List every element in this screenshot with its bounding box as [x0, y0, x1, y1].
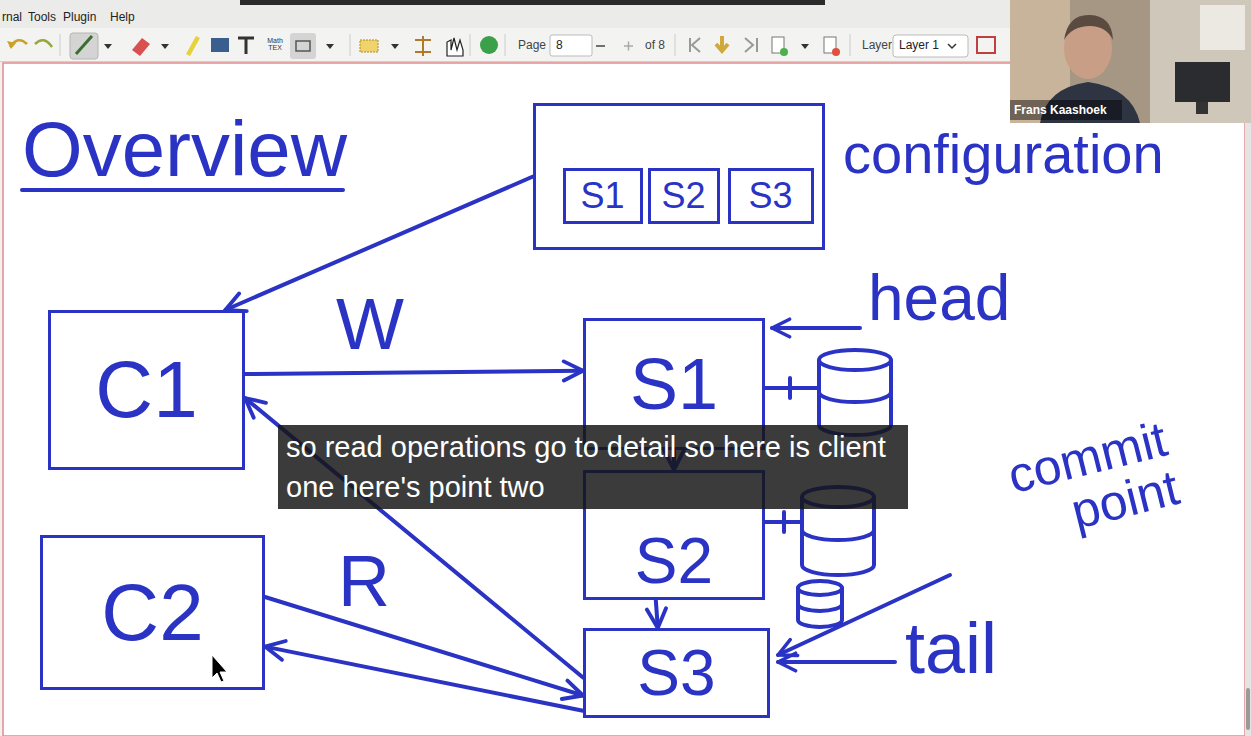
- speaker-name: Frans Kaashoek: [1014, 104, 1107, 116]
- annotation: tail: [905, 612, 997, 684]
- title-underline: [22, 188, 343, 192]
- dropdown-arrow: [161, 44, 169, 49]
- dropdown-arrow: [326, 44, 334, 49]
- fullscreen-icon: [977, 37, 995, 53]
- menu-item: Plugin: [63, 11, 96, 23]
- server-box: S3: [728, 168, 814, 224]
- subtitle-caption: so read operations go to detail so here …: [278, 425, 908, 509]
- plus-button: [624, 42, 633, 51]
- undo-head: [7, 41, 16, 49]
- vertical-space-icon: [415, 36, 431, 56]
- toolbar-label: Page: [518, 39, 546, 51]
- text-tool-icon: [238, 38, 254, 54]
- dropdown-arrow: [801, 44, 809, 49]
- speaker-hair: [1064, 15, 1113, 40]
- annotation: head: [868, 266, 1010, 330]
- selected-tool: [290, 33, 316, 59]
- room-wall: [1150, 0, 1251, 123]
- node-label: S3: [748, 178, 792, 214]
- server-box: S1: [563, 168, 643, 224]
- separator: [850, 34, 851, 56]
- menu-item: rnal: [2, 11, 22, 23]
- room-window: [1200, 5, 1245, 50]
- toolbar-label: Layer: [862, 39, 892, 51]
- database-symbol: [819, 360, 891, 435]
- hand-icon: [447, 38, 463, 56]
- connector-arrow: [245, 371, 583, 374]
- toolbar-label: of 8: [645, 39, 665, 51]
- room-monitor: [1175, 62, 1230, 102]
- separator: [470, 34, 471, 56]
- redo-icon: [35, 40, 52, 47]
- database-symbol: [798, 588, 842, 627]
- add-page-badge: [780, 48, 788, 56]
- edge-label: W: [334, 288, 406, 360]
- configuration-box: configurationS1S2S3: [533, 103, 825, 250]
- image-icon: [211, 38, 229, 52]
- storage-link: [765, 512, 802, 532]
- select-rect-icon: [360, 40, 378, 52]
- name-strip: [1010, 100, 1122, 120]
- edge-label: R: [336, 545, 392, 617]
- whiteboard-ink: [22, 190, 950, 662]
- menu-item: Tools: [28, 11, 56, 23]
- separator: [505, 34, 506, 56]
- connector-arrow: [265, 647, 583, 711]
- goto-page-icon: [716, 36, 728, 51]
- client-box: C1: [48, 310, 245, 470]
- node-label: S2: [635, 529, 713, 593]
- page-title: Overview: [22, 110, 347, 188]
- node-label: S1: [630, 348, 718, 420]
- scrollbar: [1245, 62, 1251, 736]
- node-label: C2: [101, 573, 203, 653]
- menu-item: Help: [110, 11, 135, 23]
- node-heading: configuration: [843, 126, 1164, 182]
- tool-icon-text: Math TEX: [263, 37, 287, 51]
- node-label: S3: [637, 641, 715, 705]
- separator: [60, 34, 61, 56]
- refresh-icon: [480, 36, 498, 54]
- webcam-video: [1010, 0, 1251, 123]
- first-page-icon: [690, 38, 700, 52]
- layer-dropdown: [893, 35, 968, 57]
- webcam-frame: [1010, 0, 1251, 123]
- node-label: S1: [580, 178, 624, 214]
- last-page-icon: [745, 38, 757, 52]
- client-box: C2: [40, 535, 265, 690]
- leader-line: [772, 326, 860, 330]
- highlighter-icon: [186, 36, 200, 56]
- monitor-stand: [1196, 102, 1208, 114]
- dropdown-chevron: [948, 44, 956, 48]
- server-box: S2: [648, 168, 720, 224]
- page-number: 8: [556, 39, 563, 51]
- separator: [350, 34, 351, 56]
- leader-line: [778, 660, 895, 664]
- mouse-cursor: [212, 655, 227, 682]
- dropdown-arrow: [391, 44, 399, 49]
- shape-icon: [296, 41, 310, 51]
- toolbar-icons: [7, 33, 995, 59]
- page-canvas: [3, 63, 1245, 736]
- dropdown-arrow: [104, 44, 112, 49]
- window-strip: [240, 0, 825, 5]
- minus-button: [596, 45, 605, 47]
- scroll-thumb: [1246, 688, 1250, 730]
- pen-icon: [76, 36, 92, 54]
- separator: [675, 34, 676, 56]
- layer-name: Layer 1: [899, 39, 939, 51]
- database-symbol: [819, 350, 891, 370]
- connector-arrow: [656, 600, 658, 628]
- database-symbol: [798, 581, 842, 595]
- server-box: S3: [583, 628, 770, 718]
- delete-page-badge: [832, 48, 840, 56]
- selected-tool: [70, 33, 98, 59]
- node-label: C1: [95, 350, 197, 430]
- page-input: [550, 35, 592, 56]
- storage-link: [765, 378, 819, 398]
- eraser-icon: [132, 38, 150, 56]
- node-label: S2: [661, 178, 705, 214]
